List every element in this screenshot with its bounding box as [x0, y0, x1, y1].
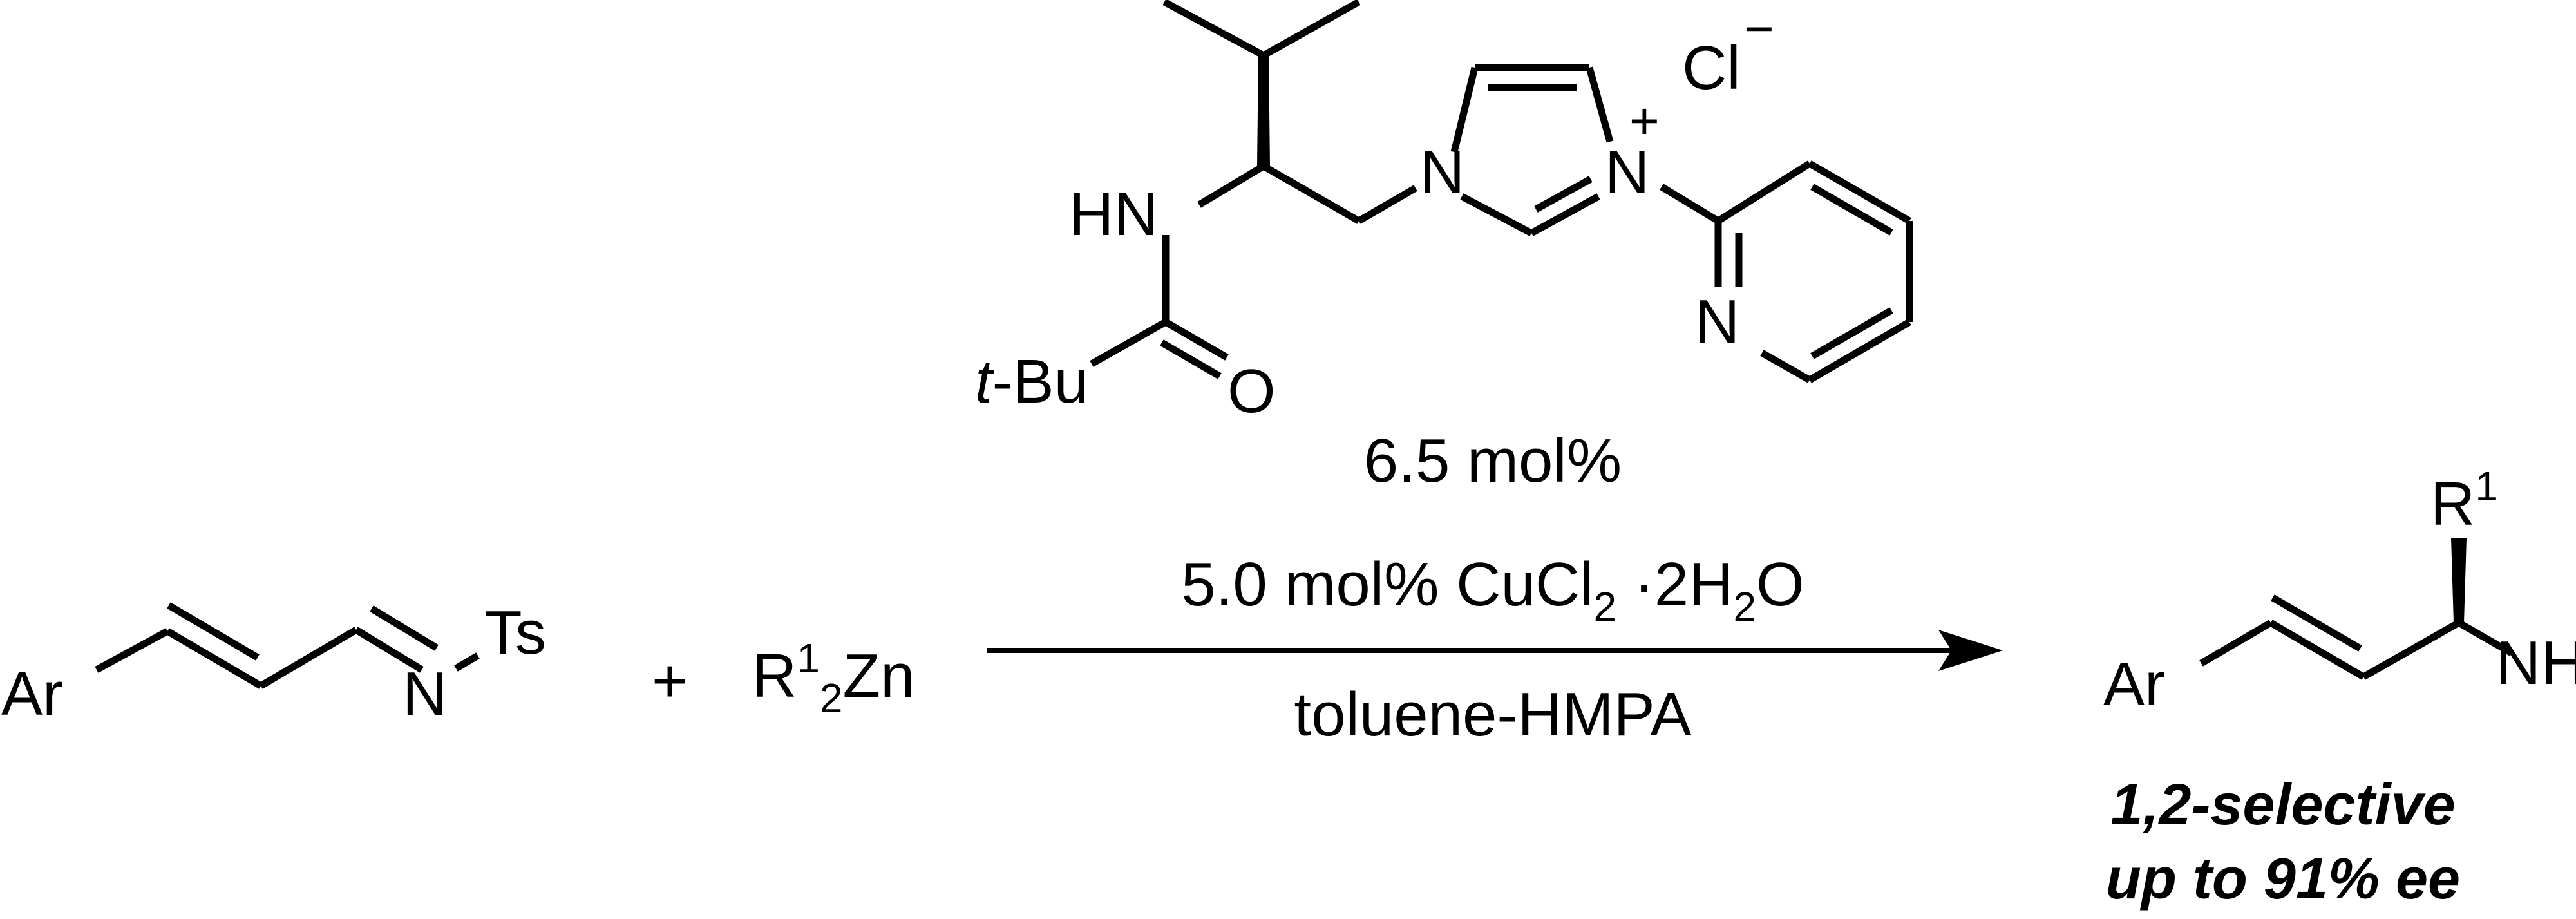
- reactant-ts-label: Ts: [484, 598, 546, 667]
- isopropyl-bond-left: [1162, 0, 1265, 59]
- product-ar-label: Ar: [2103, 650, 2165, 719]
- catalyst-loading: 6.5 mol%: [1364, 426, 1622, 495]
- amide-nh-label: HN: [1069, 180, 1159, 249]
- arrow-head: [1938, 630, 2003, 671]
- tbu-prefix: t: [975, 347, 994, 416]
- pyridine-n-label: N: [1695, 287, 1739, 356]
- reaction-arrow: [987, 630, 2003, 671]
- conditions-catalyst: 5.0 mol% CuCl: [1181, 550, 1593, 619]
- alkene-to-imine-bond: [259, 627, 358, 689]
- imidazole-n3-label: N: [1605, 138, 1649, 207]
- imine-cn-double: [370, 605, 439, 651]
- conditions-oxygen: O: [1756, 550, 1804, 619]
- imine-cn-bond: [354, 627, 424, 673]
- ch2-to-n1-bond: [1357, 185, 1417, 224]
- reagent-r: R: [752, 641, 797, 710]
- imidazole-c2-n3-bond: [1530, 193, 1600, 236]
- pyridine-c5-c6-bond: [1808, 319, 1911, 383]
- conditions-sub-1: 2: [1594, 583, 1617, 630]
- n3-to-pyridine-bond: [1660, 184, 1720, 224]
- product-stereo-wedge: [2451, 538, 2467, 623]
- reactant-ar-label: Ar: [1, 659, 63, 728]
- carbonyl-oxygen-label: O: [1227, 357, 1276, 426]
- imidazole-n1-c5-bond: [1450, 66, 1479, 153]
- selectivity-note: 1,2-selective: [2110, 773, 2455, 837]
- product-stereocenter-to-nh-bond: [2457, 620, 2514, 656]
- alkene-bond: [166, 628, 263, 689]
- pyridine-c5-c6-double: [1810, 307, 1893, 359]
- reagent-subscript: 2: [820, 675, 843, 721]
- imidazole-n1-label: N: [1420, 138, 1464, 207]
- imidazolium-plus-charge: +: [1629, 92, 1660, 149]
- stereocenter-to-ch2-bond: [1262, 163, 1361, 224]
- conditions-below-arrow: toluene-HMPA: [1294, 680, 1691, 749]
- conditions-hydrate: ·2H: [1616, 550, 1733, 619]
- carbonyl-to-tbu-bond: [1090, 319, 1168, 367]
- pyridine-c3-c4-double: [1810, 184, 1893, 236]
- product-nhts-label: NHTs: [2496, 629, 2576, 697]
- stereo-wedge-bond: [1257, 55, 1270, 166]
- tbu-suffix: -Bu: [992, 347, 1088, 416]
- catalyst-structure: HN t-Bu O N N + N Cl − 6.5 mol%: [975, 0, 1913, 495]
- product-ar-to-alkene-bond: [2199, 620, 2273, 667]
- product-alkene-to-stereocenter-bond: [2362, 620, 2461, 680]
- reagent-r-superscript: 1: [797, 635, 820, 681]
- pyridine-c3-c4-bond: [1808, 160, 1911, 224]
- tbu-label: t-Bu: [975, 347, 1088, 416]
- reagent-zn: Zn: [843, 641, 915, 710]
- isopropyl-bond-right: [1262, 0, 1361, 59]
- imidazole-c4-n3-bond: [1586, 66, 1614, 143]
- ee-note: up to 91% ee: [2106, 847, 2460, 911]
- stereocenter-to-nh-bond: [1197, 163, 1265, 208]
- organozinc-reagent: R12Zn: [752, 635, 915, 721]
- pyridine-c6-n-bond: [1760, 350, 1812, 383]
- ar-to-alkene-bond: [95, 628, 169, 673]
- carbonyl-double-bond-inner: [1160, 339, 1222, 379]
- reactant-n-label: N: [402, 659, 447, 728]
- product-alkene-double: [2271, 594, 2362, 652]
- n-to-ts-bond: [454, 652, 480, 672]
- alkene-double: [167, 602, 260, 661]
- chloride-label: Cl: [1682, 33, 1741, 102]
- product-r-label: R1: [2430, 463, 2498, 538]
- imine-reactant: Ar N Ts: [1, 598, 546, 728]
- product-r: R: [2430, 469, 2475, 538]
- carbonyl-double-bond-outer: [1164, 319, 1229, 361]
- product-alkene-bond: [2269, 620, 2365, 680]
- imidazole-n1-c2-bond: [1460, 193, 1533, 236]
- allylic-amine-product: Ar R1 NHTs: [2103, 463, 2576, 719]
- imidazole-c2-n3-double: [1534, 176, 1593, 213]
- product-r-superscript: 1: [2475, 463, 2498, 509]
- conditions-sub-2: 2: [1733, 583, 1756, 630]
- conditions-above-arrow: 5.0 mol% CuCl2 ·2H2O: [1181, 550, 1804, 630]
- pyridine-c2-c3-bond: [1716, 160, 1812, 224]
- chloride-minus-charge: −: [1744, 0, 1774, 57]
- plus-sign: +: [652, 647, 688, 715]
